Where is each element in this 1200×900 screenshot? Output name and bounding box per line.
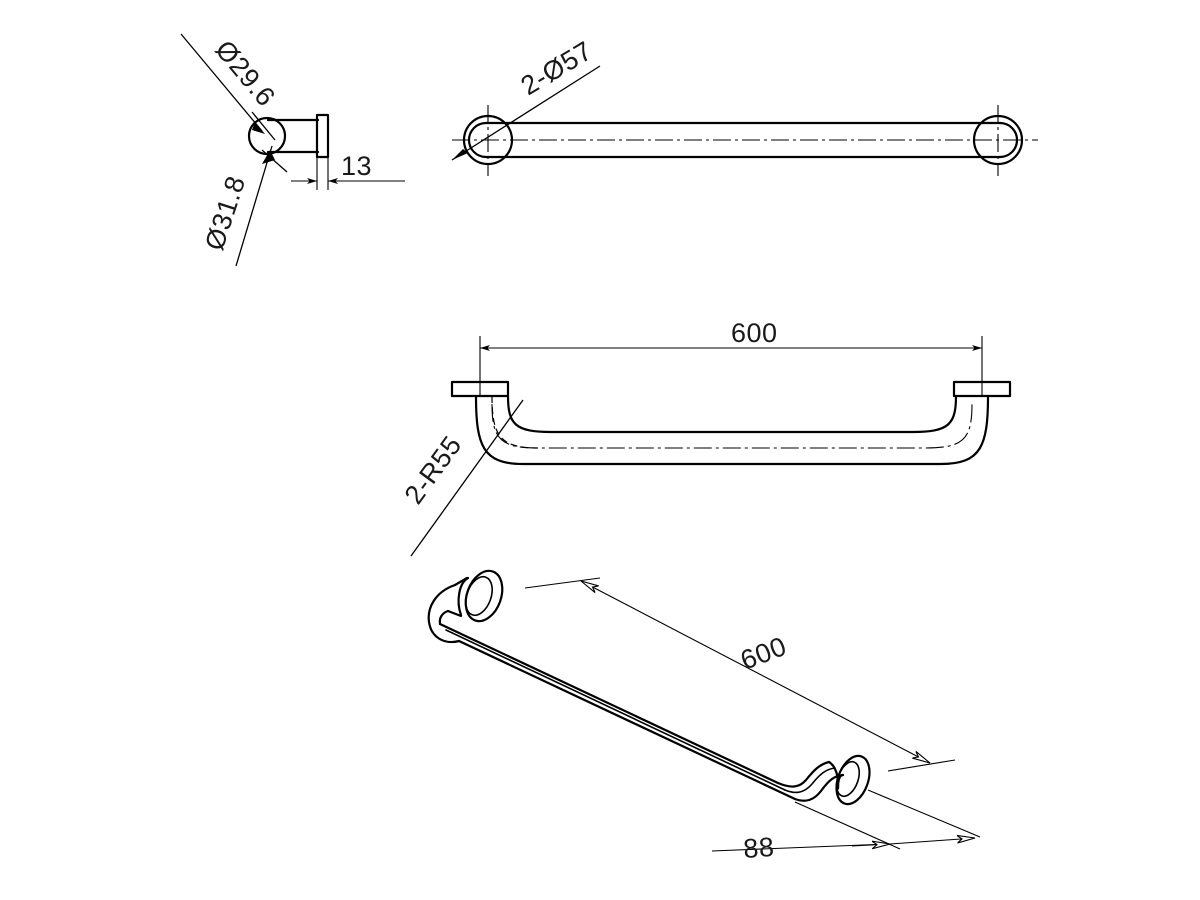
iso-88-label: 88 [742, 832, 775, 864]
flange-dia-57-leader-line [451, 65, 601, 161]
iso-elbow-left-inner [438, 609, 450, 626]
rail-centerline [491, 403, 973, 449]
bend-r55-leader-line [410, 399, 524, 557]
flange-dia-57-arrowhead [452, 149, 468, 160]
width-600-label: 600 [731, 318, 778, 348]
dia-29-6-slash-tick [251, 111, 276, 141]
iso-boss-right-face [827, 760, 845, 790]
iso-elbow-right-highlight [784, 767, 836, 794]
dia-29-6-leader-line [180, 33, 263, 132]
dia-31-8-arrowhead [262, 150, 275, 164]
iso-boss-left-edge-b [453, 576, 469, 587]
iso-600-ext-left [524, 577, 601, 589]
iso-88-arrow-left [851, 844, 890, 846]
iso-elbow-left-outer [427, 583, 461, 644]
dia-29-6-arrowhead [252, 122, 265, 134]
iso-rosette-left-inner [465, 575, 493, 617]
iso-boss-left-edge-c [446, 609, 463, 618]
iso-elbow-right-outer [793, 773, 845, 802]
dia-31-8-slash-tick [261, 149, 288, 173]
isometric-view: 600 88 [427, 569, 981, 864]
iso-88-ext-from-rosette [867, 789, 981, 838]
iso-600-dim-line [581, 581, 930, 763]
depth-13-label: 13 [341, 151, 372, 181]
iso-600-ext-right [887, 759, 956, 772]
rail-outer-profile [474, 394, 990, 466]
wall-flange-plate [315, 113, 330, 159]
iso-88-arrow-right [889, 838, 975, 845]
dia-31-8-leader-line [235, 145, 273, 267]
iso-elbow-right-inner [776, 760, 831, 788]
